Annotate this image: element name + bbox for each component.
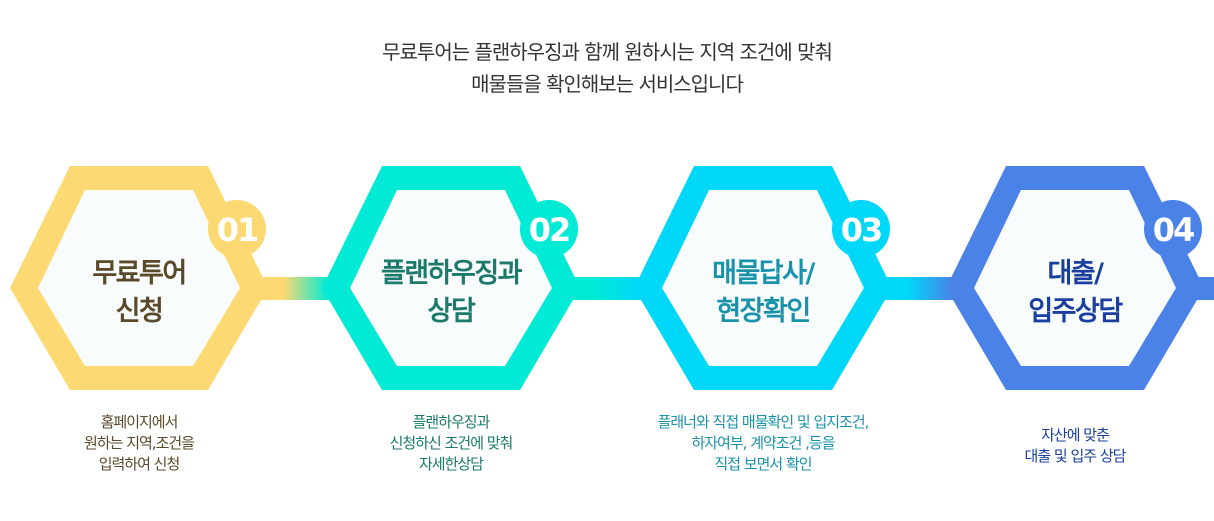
step-title-line-1: 매물답사/ xyxy=(712,258,815,289)
intro-line-1: 무료투어는 플랜하우징과 함께 원하시는 지역 조건에 맞춰 xyxy=(382,40,833,64)
step-title-line-2: 신청 xyxy=(116,296,163,327)
description-line: 플래너와 직접 매물확인 및 입지조건, xyxy=(657,413,870,431)
step-title-line-2: 현장확인 xyxy=(716,296,809,327)
step-number-badge xyxy=(832,200,890,258)
description-line: 하자여부, 계약조건 ,등을 xyxy=(691,434,835,452)
description-line: 자세한상담 xyxy=(418,455,484,473)
description-line: 대출 및 입주 상담 xyxy=(1024,447,1127,465)
description-line: 입력하여 신청 xyxy=(98,455,181,473)
hexagon-inner xyxy=(662,190,864,366)
hexagon-inner xyxy=(974,190,1176,366)
step-4: 04 대출/입주상담 xyxy=(946,166,1204,390)
step-title-line-2: 입주상담 xyxy=(1028,296,1123,327)
step-3: 03 매물답사/현장확인 xyxy=(634,166,892,390)
description-line: 원하는 지역,조건을 xyxy=(84,434,195,452)
hexagon-inner xyxy=(38,190,240,366)
description-line: 자산에 맞춘 xyxy=(1041,426,1110,444)
description-line: 신청하신 조건에 맞춰 xyxy=(389,434,514,452)
description-line: 직접 보면서 확인 xyxy=(714,455,812,473)
step-number: 04 xyxy=(1153,211,1194,249)
step-number-badge xyxy=(208,200,266,258)
step-number: 03 xyxy=(841,211,882,249)
step-title-line-1: 무료투어 xyxy=(92,258,185,289)
step-number: 01 xyxy=(217,211,258,249)
step-title-line-1: 대출/ xyxy=(1047,258,1104,289)
hexagon-inner xyxy=(350,190,552,366)
description-line: 플랜하우징과 xyxy=(412,413,491,431)
step-number: 02 xyxy=(529,211,570,249)
step-title-line-1: 플랜하우징과 xyxy=(381,258,523,289)
intro-text: 무료투어는 플랜하우징과 함께 원하시는 지역 조건에 맞춰 매물들을 확인해보… xyxy=(0,36,1214,100)
intro-line-2: 매물들을 확인해보는 서비스입니다 xyxy=(471,72,744,96)
step-number-badge xyxy=(520,200,578,258)
description-line: 홈페이지에서 xyxy=(100,413,179,431)
step-title-line-2: 상담 xyxy=(428,296,476,327)
step-number-badge xyxy=(1144,200,1202,258)
